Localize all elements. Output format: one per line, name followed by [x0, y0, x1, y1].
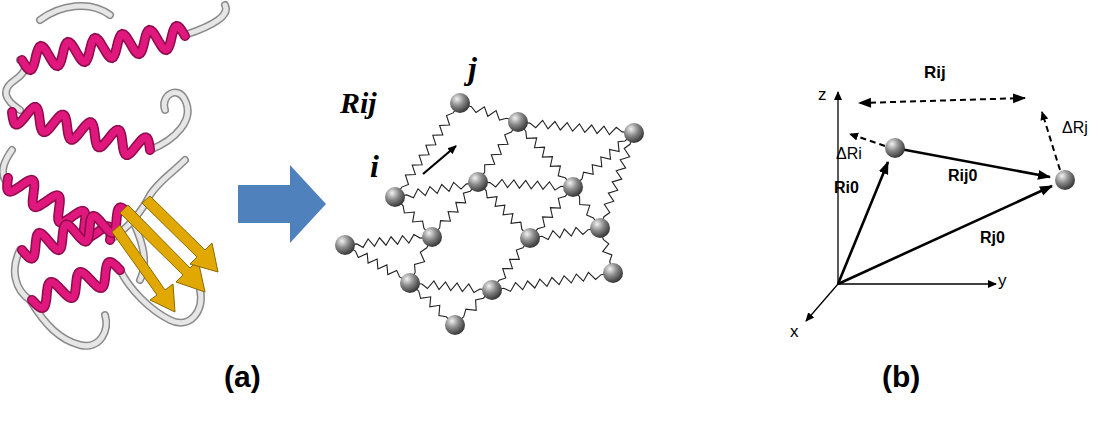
- spring: [395, 103, 460, 197]
- bead: [422, 227, 442, 247]
- spring-label: Rij: [340, 88, 377, 118]
- axis-label: z: [818, 86, 827, 103]
- spring: [395, 182, 478, 198]
- spring: [432, 182, 478, 237]
- bead: [482, 280, 502, 300]
- vector-label: Rij: [924, 64, 946, 81]
- bead: [520, 228, 540, 248]
- bead: [450, 93, 470, 113]
- displacement-vector: [850, 98, 1060, 170]
- bead: [624, 123, 644, 143]
- spring: [345, 235, 432, 248]
- vector-label: Rj0: [980, 230, 1005, 246]
- bead: [563, 177, 583, 197]
- spring: [478, 182, 530, 238]
- beta-sheet: [112, 196, 218, 312]
- bead: [1055, 170, 1075, 190]
- axis-label: y: [998, 272, 1007, 289]
- bead: [603, 263, 623, 283]
- vector-label: ΔRi: [836, 146, 862, 162]
- spring: [518, 122, 573, 187]
- protein-helix: [7, 26, 185, 308]
- node-label: i: [370, 150, 379, 182]
- bead: [445, 315, 465, 335]
- spring: [478, 122, 518, 182]
- bead: [335, 235, 355, 255]
- rij-arrow: [423, 146, 456, 174]
- bead: [468, 172, 488, 192]
- panel-label: (b): [882, 362, 920, 392]
- transform-arrow: [238, 165, 326, 243]
- bead: [400, 273, 420, 293]
- spring: [345, 245, 410, 283]
- position-vector: [838, 148, 1052, 284]
- bead: [590, 218, 610, 238]
- bead: [508, 112, 528, 132]
- spring: [410, 281, 492, 293]
- spring: [600, 133, 634, 228]
- bead: [885, 138, 905, 158]
- spring: [492, 272, 613, 291]
- vector-label: Ri0: [834, 180, 859, 196]
- spring: [518, 120, 634, 134]
- panel-label: (a): [224, 362, 261, 392]
- vector-label: Rij0: [948, 168, 977, 184]
- spring: [530, 187, 573, 238]
- node-label: j: [468, 52, 477, 84]
- protein-coil: [3, 5, 226, 346]
- bead: [385, 187, 405, 207]
- spring: [345, 103, 634, 325]
- spring: [530, 227, 600, 239]
- vector-label: ΔRj: [1062, 120, 1088, 136]
- axis-label: x: [790, 323, 799, 340]
- bead: [335, 93, 644, 335]
- axes: [806, 92, 996, 321]
- spring: [573, 133, 634, 187]
- spring: [478, 179, 573, 190]
